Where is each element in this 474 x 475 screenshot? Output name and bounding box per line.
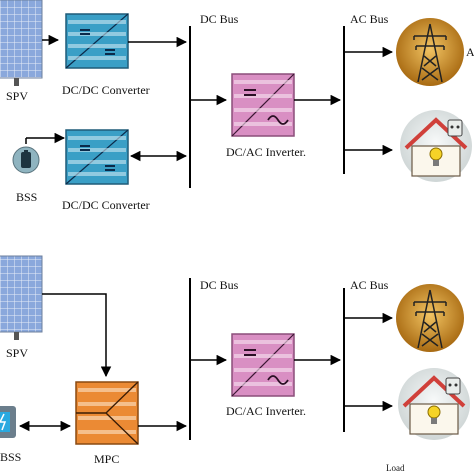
dcdc-converter-top: [65, 13, 129, 69]
ac-bus-label: AC Bus: [350, 278, 389, 292]
spv-label: SPV: [6, 346, 29, 360]
dcdc-converter-bidirectional: [65, 129, 129, 185]
solar-panel-icon: [0, 255, 43, 340]
house-bulb-icon: [398, 368, 470, 440]
house-bulb-icon: [400, 110, 472, 182]
solar-panel-icon: [0, 0, 43, 86]
battery-icon: [12, 132, 66, 174]
power-tower-icon: [396, 284, 464, 352]
dcac-inverter-top: [231, 73, 295, 137]
mpc-converter: [75, 381, 139, 445]
dcdc-converter-label: DC/DC Converter: [62, 83, 150, 97]
dcdc-converter-label: DC/DC Converter: [62, 198, 150, 212]
power-tower-icon: [396, 18, 464, 86]
inverter-label: DC/AC Inverter.: [226, 404, 306, 418]
battery-icon: [0, 406, 16, 438]
load-label: Load: [386, 463, 405, 473]
inverter-label: DC/AC Inverter.: [226, 145, 306, 159]
dcac-inverter-bottom: [231, 333, 295, 397]
bss-label: BSS: [16, 190, 38, 204]
dc-bus-label: DC Bus: [200, 12, 239, 26]
dc-bus-label: DC Bus: [200, 278, 239, 292]
spv-label: SPV: [6, 89, 29, 103]
bss-label: BSS: [0, 450, 22, 464]
mpc-label: MPC: [94, 452, 120, 466]
grid-partial-label: A: [466, 45, 474, 59]
ac-bus-label: AC Bus: [350, 12, 389, 26]
spv-to-mpc-arrow: [42, 293, 112, 378]
